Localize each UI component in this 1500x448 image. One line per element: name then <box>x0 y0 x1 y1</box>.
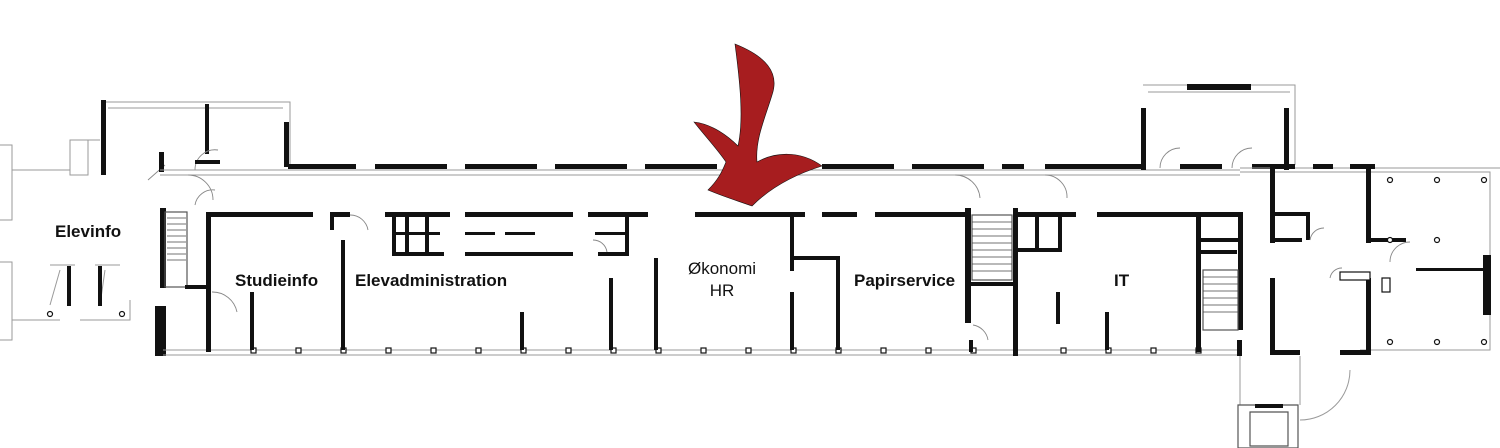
left-annex <box>0 139 160 356</box>
red-arrow-icon <box>693 43 823 207</box>
north-facade <box>160 164 1240 176</box>
label-okonomi: Økonomi <box>687 259 757 278</box>
upper-right-bay <box>1141 84 1296 170</box>
staircase-left <box>164 174 216 289</box>
label-studieinfo: Studieinfo <box>235 271 319 290</box>
label-okonomi-hr: Økonomi HR <box>672 258 772 302</box>
label-papirservice: Papirservice <box>854 271 956 290</box>
east-wing <box>1240 164 1500 355</box>
label-it: IT <box>1114 271 1130 290</box>
label-hr: HR <box>709 281 735 300</box>
upper-left-wing <box>69 100 291 181</box>
staircase-middle <box>971 214 1013 281</box>
label-elevinfo: Elevinfo <box>55 222 122 241</box>
south-entrance <box>1237 340 1351 448</box>
staircase-right <box>1202 269 1239 331</box>
interior-walls <box>206 174 1243 356</box>
label-elevadministration: Elevadministration <box>355 271 508 290</box>
